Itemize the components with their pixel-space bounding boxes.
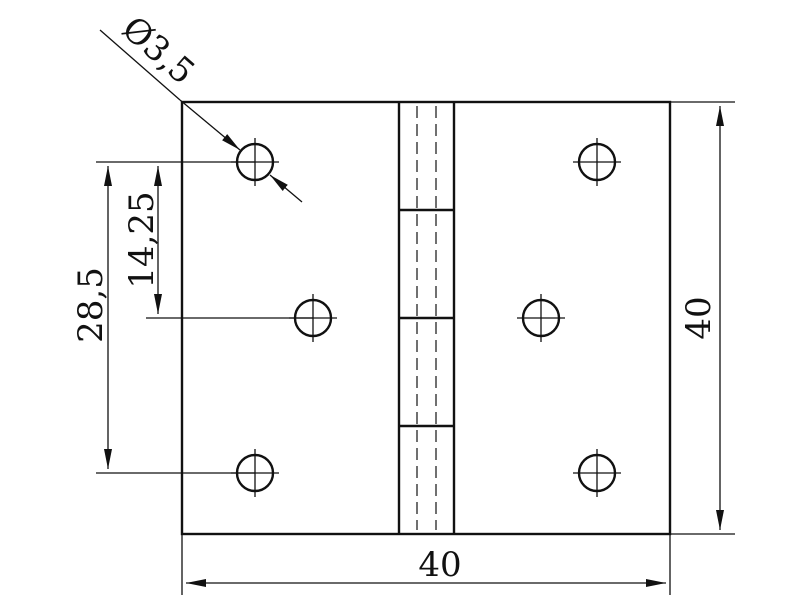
dimension-width: 40 [418,545,461,585]
hole-right-top [573,138,621,186]
diameter-leader [99,29,303,203]
dimension-line-width [181,534,671,595]
hole-right-middle [517,294,565,342]
dimension-line-height [670,101,735,535]
extension-lines-left [96,161,313,474]
dimension-full-pitch: 28,5 [71,267,111,343]
dimension-half-pitch: 14,25 [122,191,162,288]
hole-right-bottom [573,449,621,497]
dimension-height: 40 [679,296,719,339]
hinge-knuckle [397,102,456,534]
dimension-hole-diameter: Ø3,5 [114,9,202,93]
